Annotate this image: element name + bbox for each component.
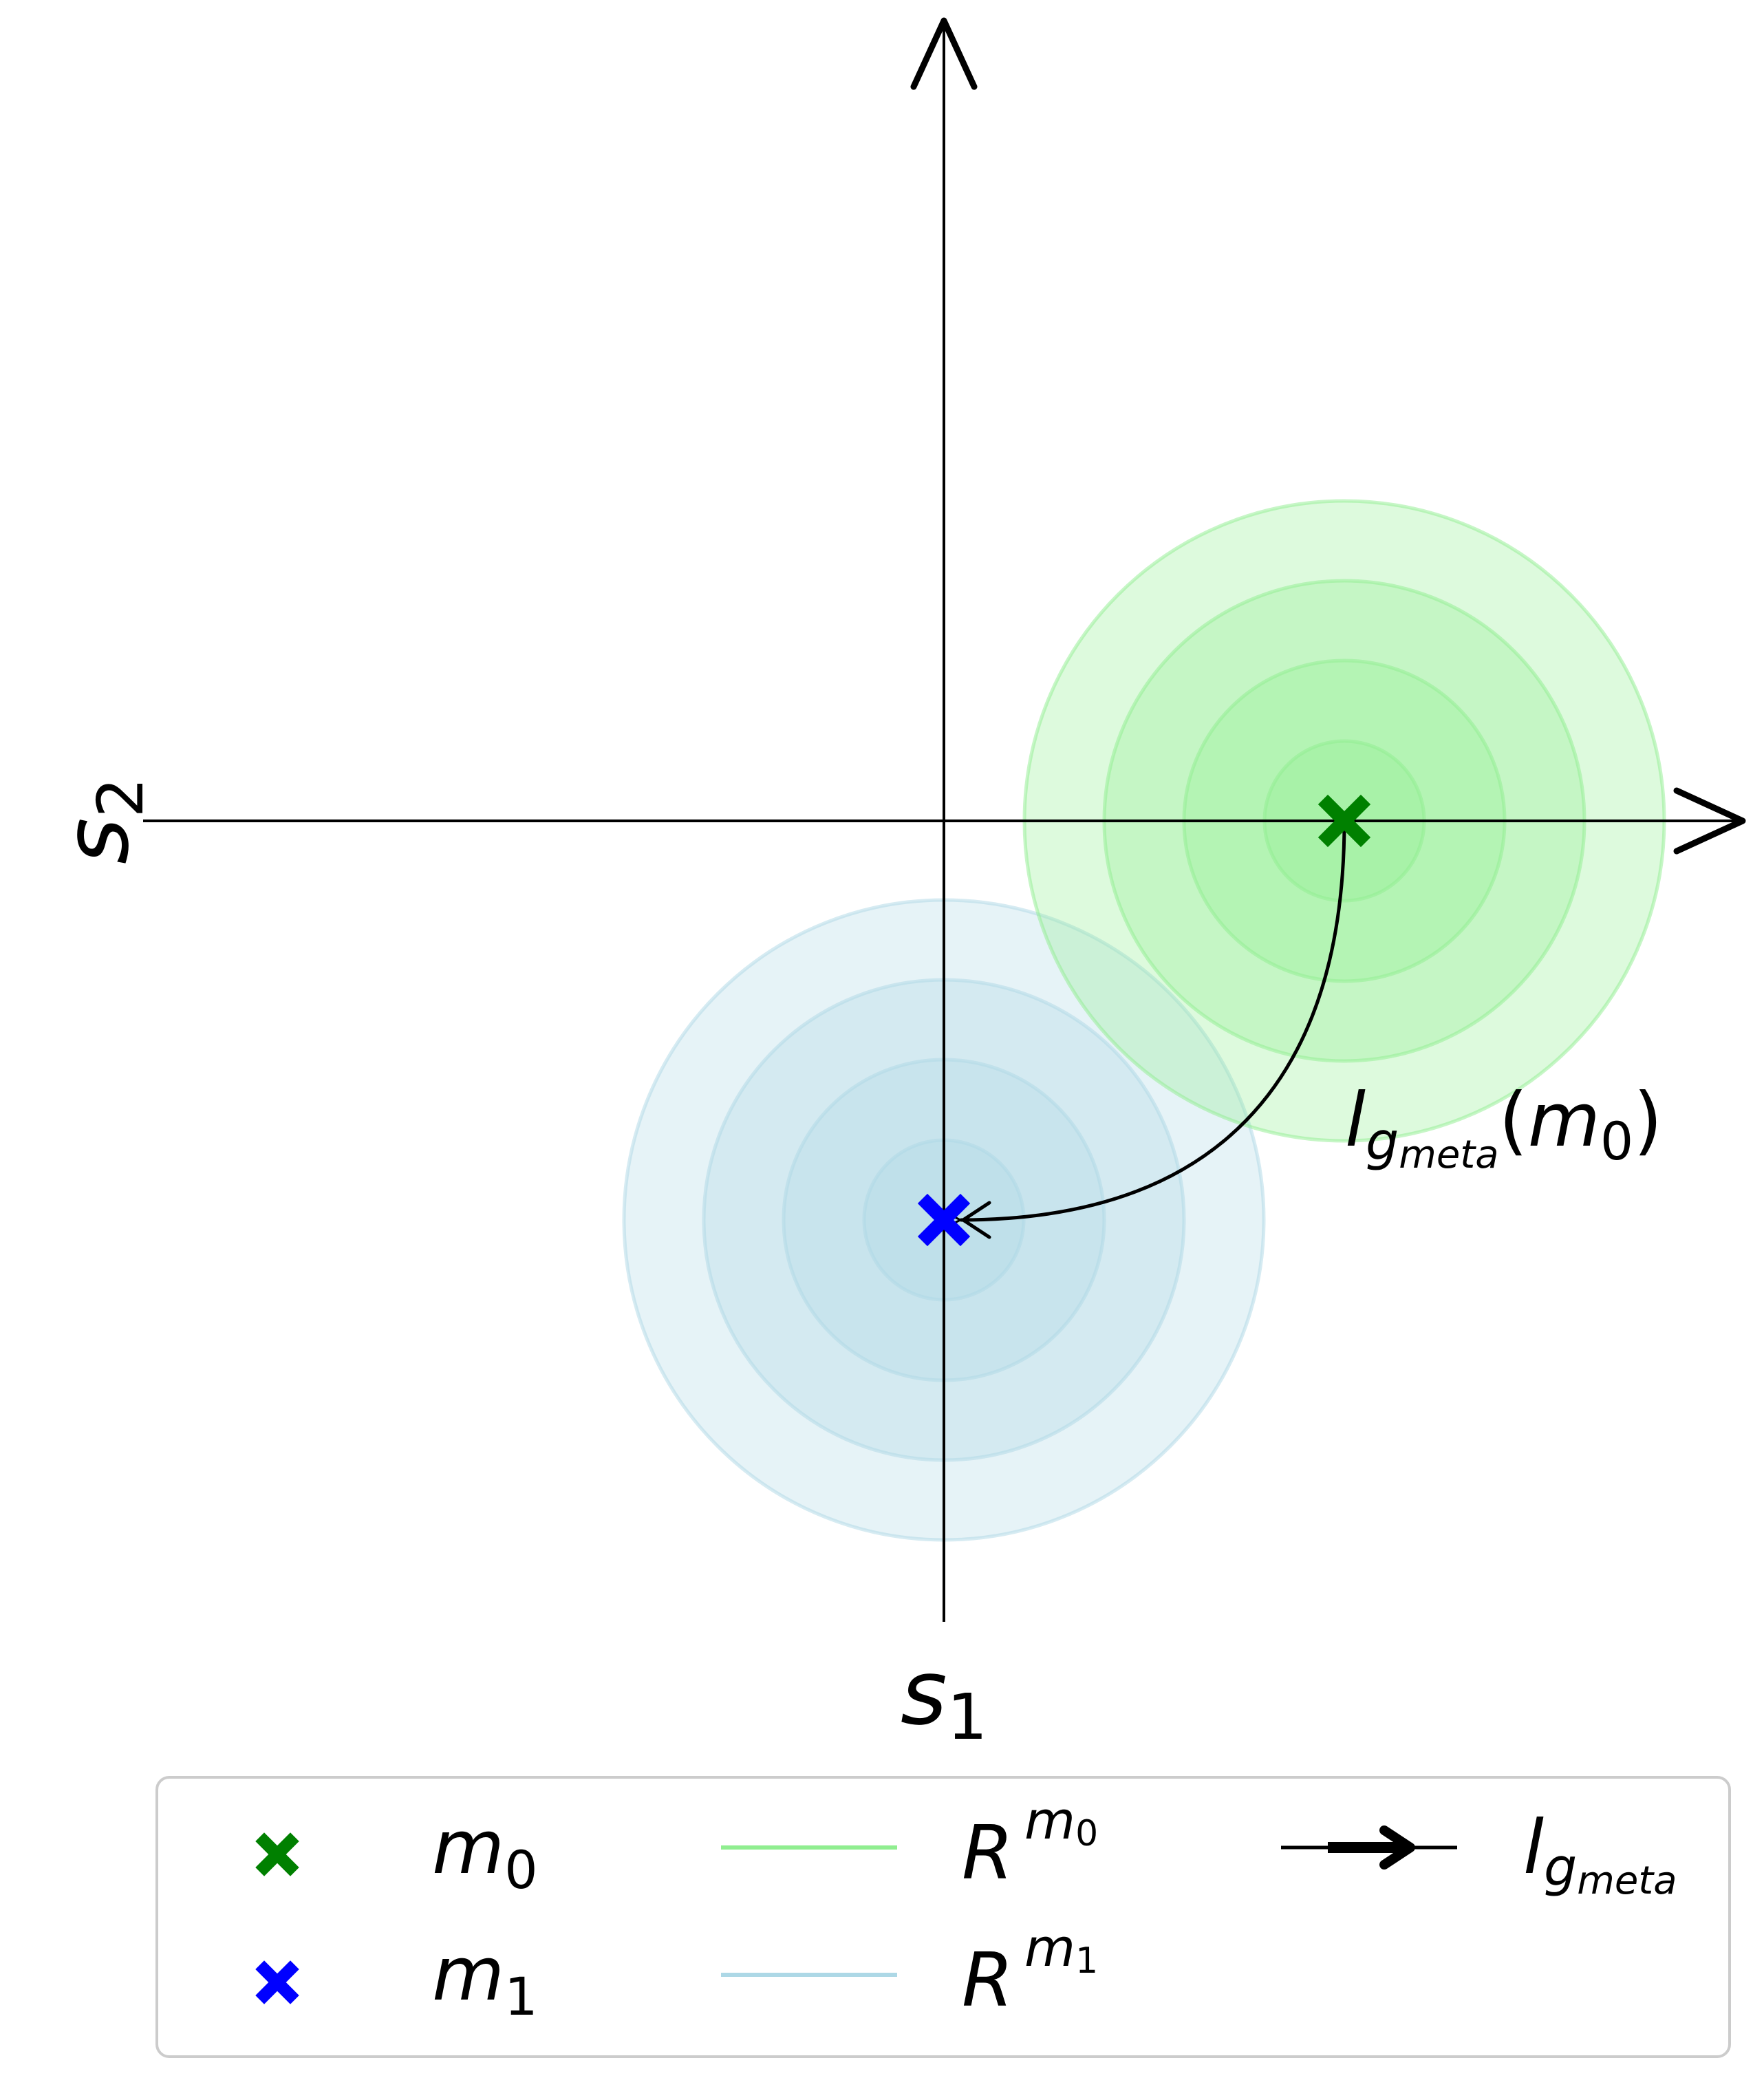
point-m1 — [917, 1193, 971, 1247]
mapping-curve — [960, 820, 1346, 1220]
mapping-curve-arrowhead — [961, 1201, 991, 1239]
legend-m0-marker — [255, 1832, 299, 1876]
legend-map-arrowhead — [1379, 1825, 1415, 1870]
point-m0-marker — [1317, 794, 1371, 848]
y-axis-arrowhead — [910, 17, 978, 90]
y-axis-label: s2 — [44, 778, 158, 864]
x-axis-arrowhead — [1673, 787, 1746, 855]
legend-m1-label: m1 — [432, 1931, 538, 2027]
point-m0 — [1317, 794, 1371, 848]
legend-frame — [155, 1776, 1731, 2058]
legend-map-label: lgmeta — [1523, 1805, 1677, 1903]
legend-m1-marker — [255, 1960, 299, 2004]
axes — [143, 17, 1746, 1622]
point-m1-marker — [917, 1193, 971, 1247]
mapping-annotation: lgmeta(m0) — [1345, 1078, 1662, 1177]
legend-m0-label: m0 — [432, 1805, 538, 1900]
x-axis-label: s1 — [901, 1640, 987, 1754]
